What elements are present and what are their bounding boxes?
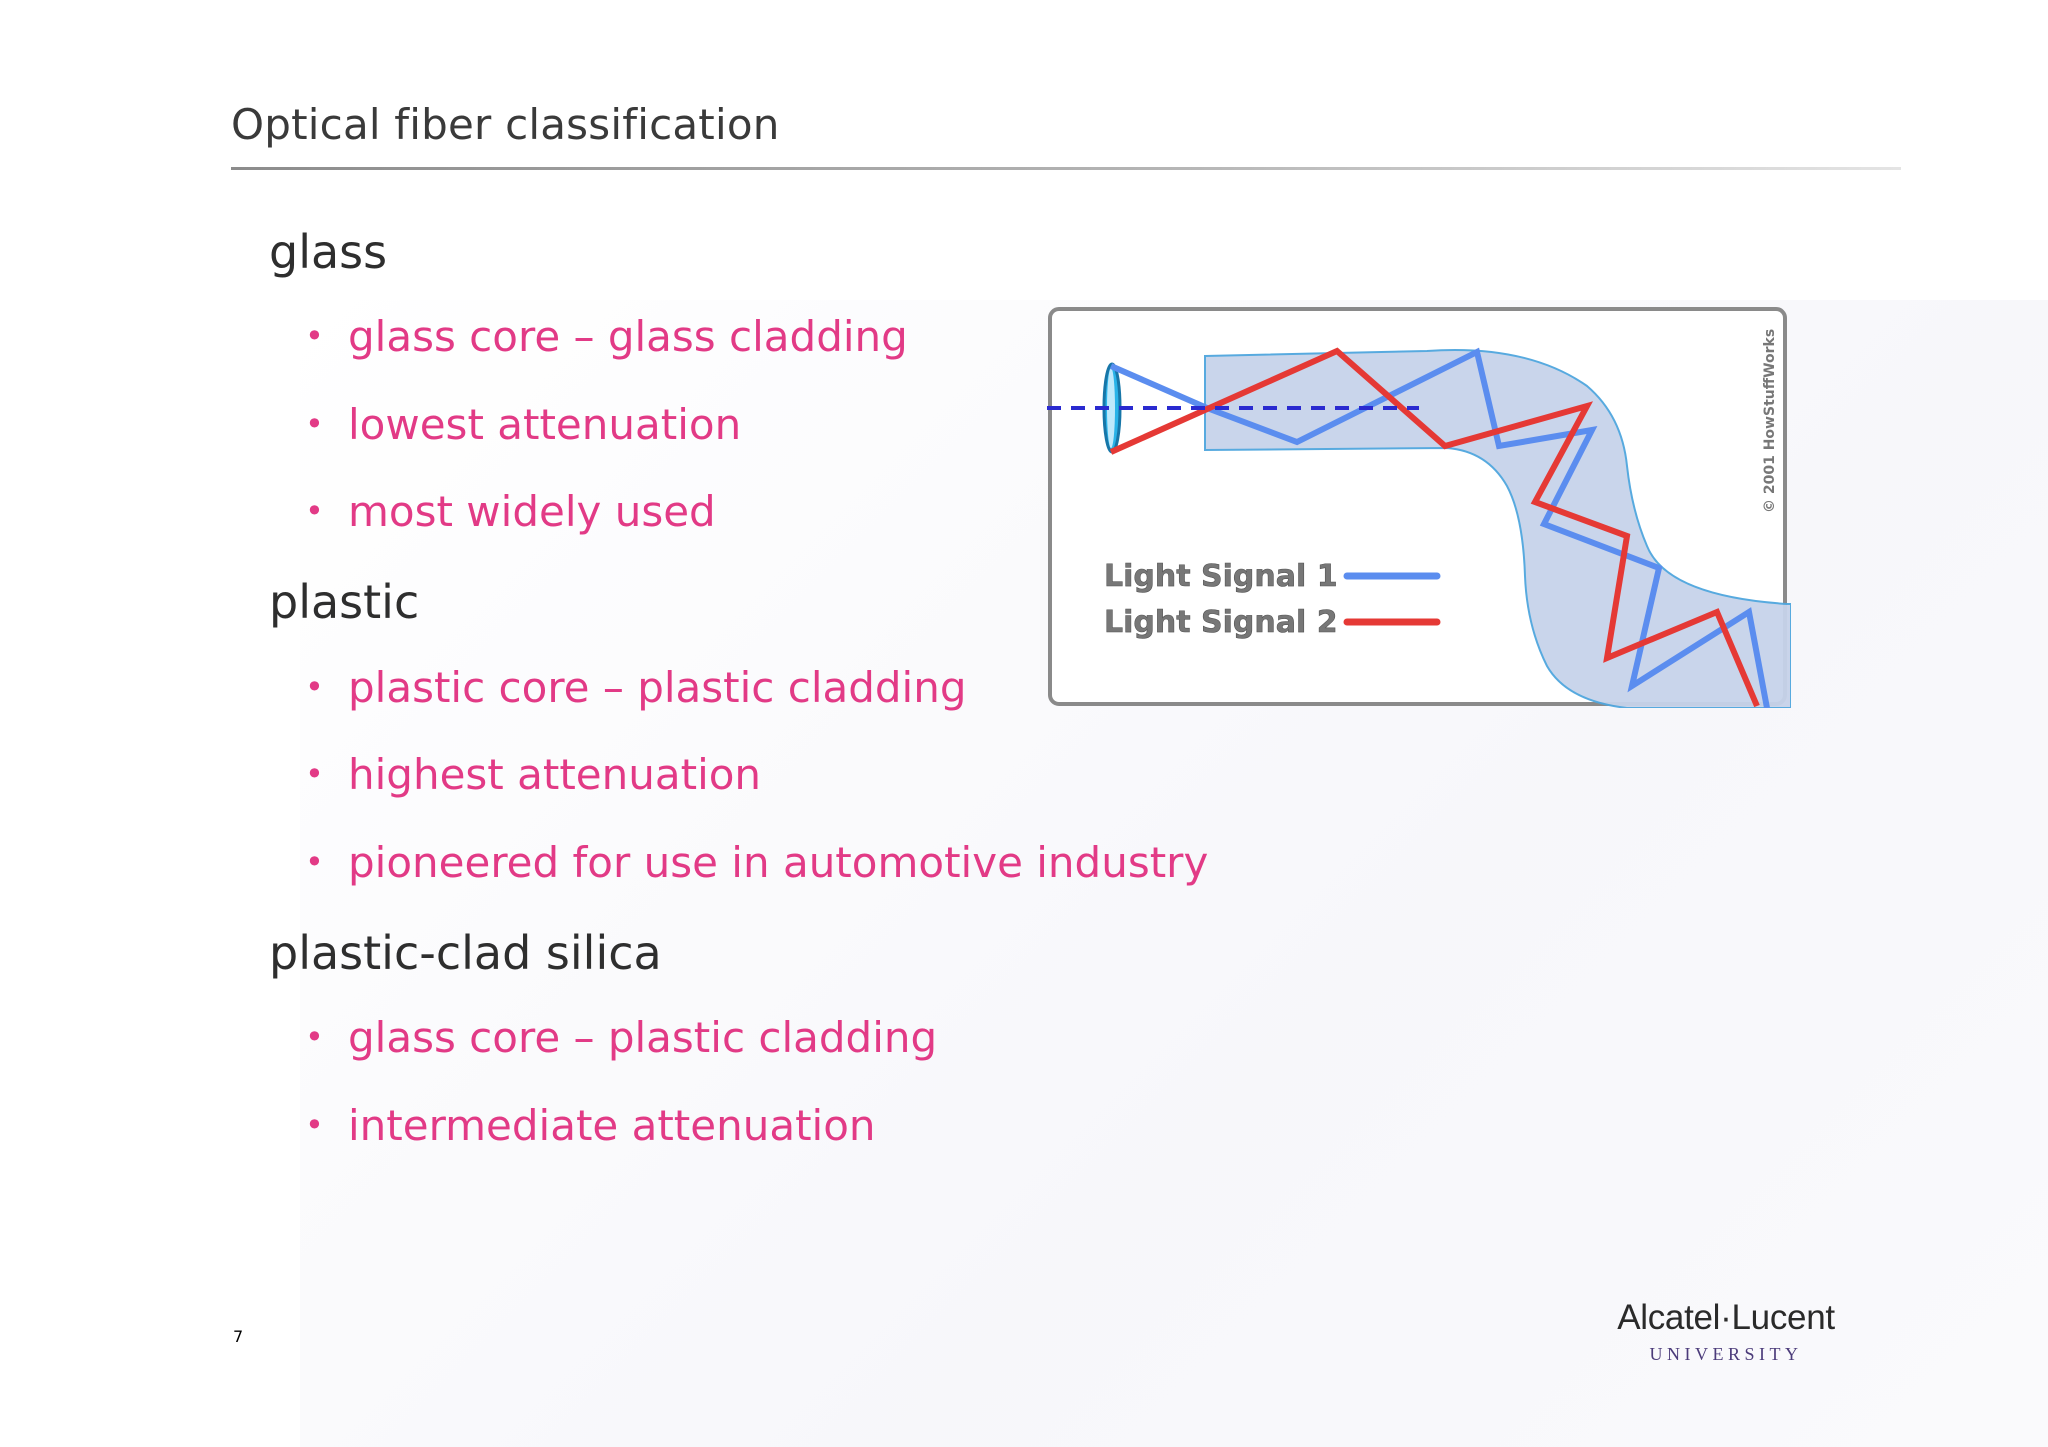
logo-subtitle: UNIVERSITY [1649, 1344, 1803, 1364]
fiber-signal-diagram: Light Signal 1 Light Signal 2 © 2001 How… [1047, 307, 1791, 708]
bullet-glyph: • [305, 843, 324, 881]
alcatel-lucent-university-logo: Alcatel·Lucent UNIVERSITY [1606, 1298, 1846, 1365]
bullet-item: •glass core – plastic cladding [305, 1013, 938, 1062]
title-divider [231, 167, 1901, 170]
figure-copyright: © 2001 HowStuffWorks [1762, 329, 1778, 513]
bullet-glyph: • [305, 755, 324, 793]
bullet-item: •intermediate attenuation [305, 1101, 876, 1150]
bullet-item: •lowest attenuation [305, 400, 742, 449]
bullet-glyph: • [305, 1018, 324, 1056]
page-number: 7 [233, 1327, 244, 1346]
light-signal-2-path [1109, 347, 1760, 708]
section-heading-plastic-clad-silica: plastic-clad silica [269, 926, 662, 980]
bullet-item: •plastic core – plastic cladding [305, 663, 967, 712]
bullet-item: •most widely used [305, 487, 716, 536]
bullet-glyph: • [305, 317, 324, 355]
legend-label-signal-1: Light Signal 1 [1104, 559, 1338, 594]
bullet-glyph: • [305, 1106, 324, 1144]
section-heading-glass: glass [269, 225, 388, 279]
bullet-glyph: • [305, 492, 324, 530]
light-signal-1-path [1109, 347, 1770, 708]
section-heading-plastic: plastic [269, 575, 420, 629]
bullet-item: •glass core – glass cladding [305, 312, 908, 361]
legend-label-signal-2: Light Signal 2 [1104, 605, 1338, 640]
bullet-item: •highest attenuation [305, 750, 762, 799]
logo-name: Alcatel·Lucent [1617, 1298, 1835, 1337]
light-source-highlight [1107, 368, 1115, 448]
bullet-glyph: • [305, 668, 324, 706]
bullet-item: •pioneered for use in automotive industr… [305, 838, 1209, 887]
bullet-glyph: • [305, 405, 324, 443]
slide-title: Optical fiber classification [231, 100, 780, 149]
